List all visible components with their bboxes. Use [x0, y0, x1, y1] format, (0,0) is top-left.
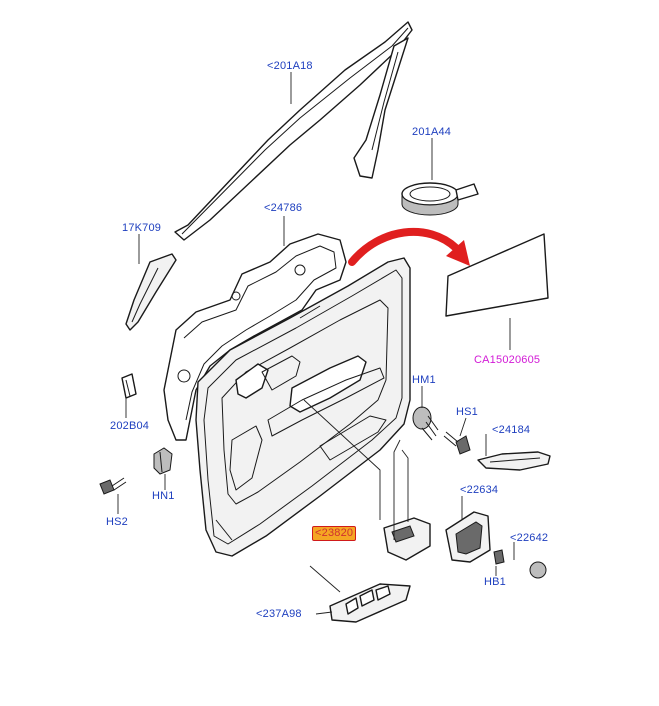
label-22642: <22642: [510, 532, 549, 544]
part-24184-pull-handle: [477, 451, 551, 471]
label-24786: <24786: [264, 202, 303, 214]
part-door-trim-panel: [195, 257, 411, 557]
label-HS1: HS1: [456, 406, 478, 418]
label-17K709: 17K709: [122, 222, 162, 234]
part-22634-handle-bezel: [445, 511, 491, 563]
label-CA15020605: CA15020605: [474, 354, 541, 366]
label-202B04: 202B04: [110, 420, 150, 432]
part-HS2-screw: [99, 477, 127, 495]
label-237A98: <237A98: [256, 608, 302, 620]
label-201A18: <201A18: [267, 60, 313, 72]
part-17K709-trim-strip: [125, 253, 177, 331]
label-HN1: HN1: [152, 490, 175, 502]
part-202B04-clip: [121, 373, 137, 399]
part-23820-switch: [383, 517, 431, 561]
part-201A18-weatherstrip: [174, 21, 413, 241]
leader-lines: [117, 72, 515, 615]
part-24786-watershield: [163, 233, 347, 441]
part-HS1-screw: [443, 431, 471, 455]
label-HB1: HB1: [484, 576, 506, 588]
label-201A44: 201A44: [412, 126, 452, 138]
part-22642-cap: [529, 561, 547, 579]
label-24184: <24184: [492, 424, 531, 436]
part-CA15020605-sheet: [445, 233, 549, 317]
part-237A98-switch-bezel: [329, 583, 411, 623]
part-HB1-bolt: [493, 549, 505, 565]
part-HN1-nut: [153, 447, 173, 475]
label-23820-highlighted: <23820: [312, 526, 357, 541]
red-arrow-icon: [348, 227, 470, 266]
part-201A44-tape-roll: [401, 182, 479, 216]
label-HS2: HS2: [106, 516, 128, 528]
label-22634: <22634: [460, 484, 499, 496]
label-HM1: HM1: [412, 374, 436, 386]
part-HM1-push-pin: [412, 406, 439, 441]
